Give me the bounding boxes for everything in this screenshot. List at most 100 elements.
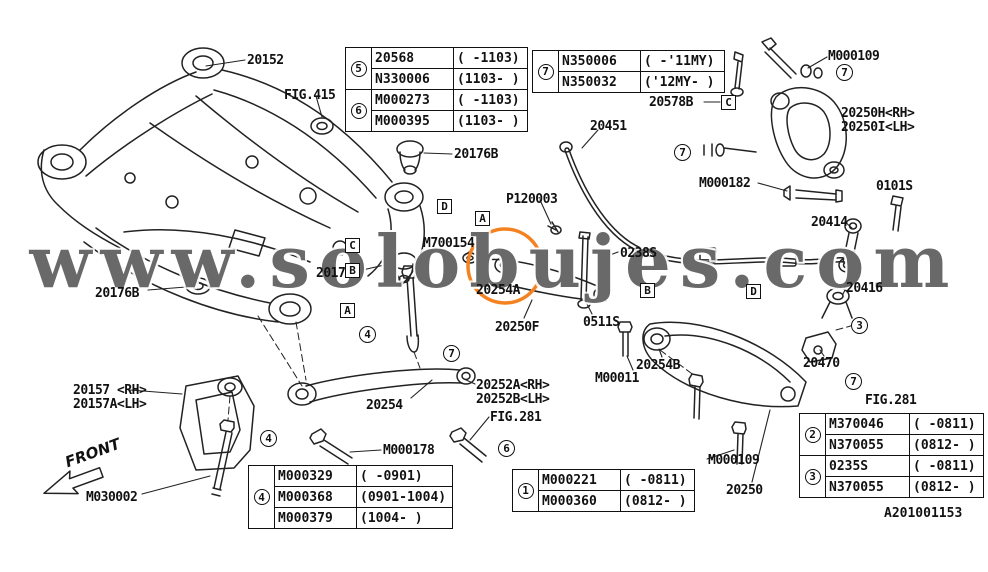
part-label: FIG.281 — [490, 410, 542, 425]
part-label: M030002 — [86, 490, 138, 505]
bolt-M00011 — [617, 321, 633, 357]
date-range: ( -0811) — [909, 455, 984, 477]
diagram-number: A201001153 — [884, 506, 963, 521]
callout-3-badge: 3 — [804, 468, 821, 485]
bolt-M000178 — [309, 428, 353, 465]
bushing-20416 — [821, 287, 853, 319]
part-label: 20250 — [726, 483, 763, 498]
part-number: M000273 — [371, 89, 454, 111]
part-label: 20176B — [95, 286, 139, 301]
callout-badge: 7 — [674, 144, 691, 161]
part-label: 20254A — [476, 283, 520, 298]
callout-badge: 4 — [359, 326, 376, 343]
part-label: M000109 — [828, 49, 880, 64]
part-label: 20176B — [454, 147, 498, 162]
parts-table-5-6: 5 20568 ( -1103) N330006 (1103- ) 6 M000… — [345, 47, 528, 132]
bolt-arm-pivot — [688, 373, 704, 420]
ref-letter-box: A — [340, 303, 355, 318]
bracket-20470 — [801, 331, 837, 363]
part-label: 20451 — [590, 119, 627, 134]
bushing-20176B-top — [396, 140, 424, 175]
part-number: N350006 — [558, 50, 641, 72]
ref-letter-box: D — [746, 284, 761, 299]
parts-table-7: 7 N350006 ( -'11MY) N350032 ('12MY- ) — [532, 50, 725, 93]
lower-control-arm — [642, 321, 807, 408]
date-range: (1103- ) — [453, 68, 528, 90]
parts-table-1: 1 M000221 ( -0811) M000360 (0812- ) — [512, 469, 695, 512]
parts-table-2-3: 2 M370046 ( -0811) N370055 (0812- ) 3 02… — [799, 413, 984, 498]
part-number: M000360 — [538, 490, 621, 512]
date-range: ( -1103) — [453, 47, 528, 69]
stabilizer-bar — [559, 141, 856, 267]
part-label: 20254 — [366, 398, 403, 413]
date-range: (0812- ) — [909, 434, 984, 456]
part-label: 0511S — [583, 315, 620, 330]
upper-control-arm — [770, 86, 847, 179]
callout-badge: 7 — [836, 64, 853, 81]
ref-letter-box: C — [721, 95, 736, 110]
date-range: (1103- ) — [453, 110, 528, 132]
bushing-20176B-left — [185, 277, 211, 295]
part-number: 20568 — [371, 47, 454, 69]
date-range: (0812- ) — [909, 476, 984, 498]
part-label: 20470 — [803, 356, 840, 371]
stud-0511S — [577, 231, 612, 309]
pin-P120003 — [547, 221, 562, 235]
part-number: M370046 — [825, 413, 910, 435]
ref-letter-box: B — [345, 263, 360, 278]
part-label: 20252B<LH> — [476, 392, 550, 407]
callout-5-badge: 5 — [350, 60, 367, 77]
date-range: (0812- ) — [620, 490, 695, 512]
part-number: M000329 — [274, 465, 357, 487]
part-label: 0238S — [620, 246, 657, 261]
part-number: M000221 — [538, 469, 621, 491]
highlight-circle — [466, 227, 544, 305]
date-range: ( -0901) — [356, 465, 453, 487]
part-label: 20157A<LH> — [73, 397, 147, 412]
part-label: 20152 — [247, 53, 284, 68]
part-label: 20416 — [846, 281, 883, 296]
assembly-axes — [227, 272, 859, 421]
part-label: FIG.281 — [865, 393, 917, 408]
part-label: P120003 — [506, 192, 558, 207]
part-label: 20250F — [495, 320, 539, 335]
part-label: 20250H<RH> — [841, 106, 915, 121]
callout-badge: 4 — [260, 430, 277, 447]
part-label: 20250I<LH> — [841, 120, 915, 135]
front-arrow-icon — [43, 466, 104, 495]
part-number: 0235S — [825, 455, 910, 477]
part-label: M000109 — [708, 453, 760, 468]
part-label: 20414 — [811, 215, 848, 230]
part-label: FIG.415 — [284, 88, 336, 103]
date-range: ('12MY- ) — [640, 71, 725, 93]
parts-table-4: 4 M000329 ( -0901) M000368 (0901-1004) M… — [248, 465, 453, 529]
date-range: (0901-1004) — [356, 486, 453, 508]
leader-lines — [129, 56, 853, 495]
callout-2-badge: 2 — [804, 426, 821, 443]
part-label: 20252A<RH> — [476, 378, 550, 393]
ref-letter-box: A — [475, 211, 490, 226]
part-number: N350032 — [558, 71, 641, 93]
part-number: N370055 — [825, 434, 910, 456]
callout-7-badge: 7 — [537, 63, 554, 80]
date-range: ( -0811) — [909, 413, 984, 435]
bolt-M000182 — [703, 143, 843, 203]
part-label: 20176 — [316, 266, 353, 281]
part-number: M000368 — [274, 486, 357, 508]
part-label: 0101S — [876, 179, 913, 194]
part-label: 20578B — [649, 95, 693, 110]
part-number: N370055 — [825, 476, 910, 498]
part-label: M00011 — [595, 371, 639, 386]
stud-0101S — [890, 195, 904, 232]
part-label: 20254B — [636, 358, 680, 373]
part-label: M700154 — [423, 236, 475, 251]
callout-1-badge: 1 — [517, 482, 534, 499]
part-number: M000395 — [371, 110, 454, 132]
bolt-M030002 — [211, 419, 235, 497]
bolt-stabilizer-bracket — [730, 51, 744, 97]
callout-4-badge: 4 — [253, 489, 270, 505]
callout-badge: 6 — [498, 440, 515, 457]
date-range: ( -0811) — [620, 469, 695, 491]
